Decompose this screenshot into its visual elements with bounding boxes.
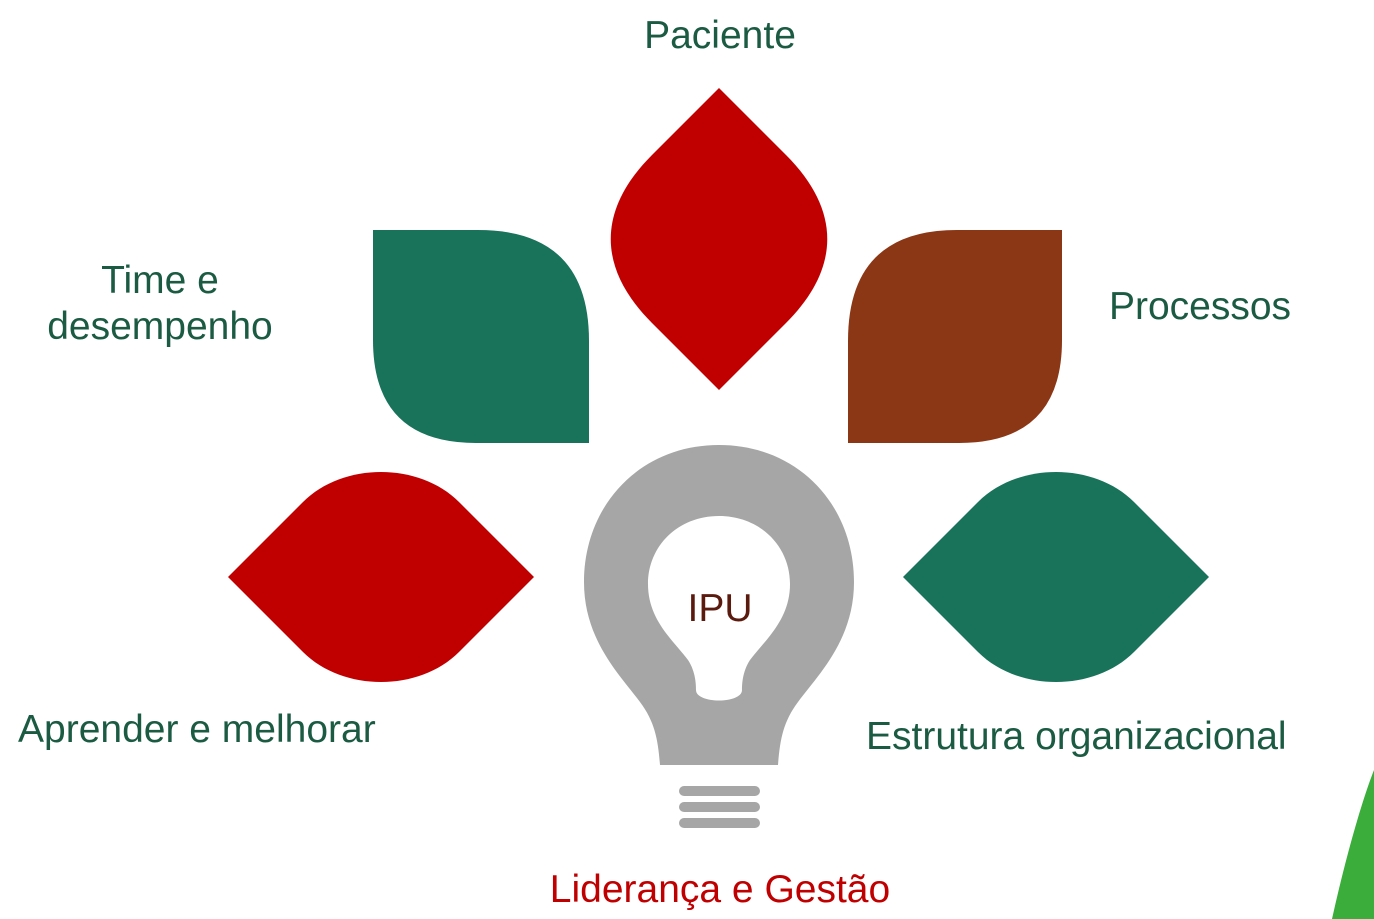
petal-time-desempenho [373, 230, 589, 443]
petal-label-processos: Processos [1108, 285, 1292, 328]
petal-aprender-melhorar [228, 472, 534, 682]
petal-label-paciente: Paciente [644, 14, 796, 57]
lightbulb-icon [584, 445, 854, 828]
petal-paciente [610, 88, 828, 390]
center-label: IPU [687, 587, 753, 630]
footer-label: Liderança e Gestão [549, 868, 891, 911]
petal-label-estrutura-organizacional: Estrutura organizacional [866, 715, 1287, 758]
petal-label-time-desempenho: Time e desempenho [47, 259, 273, 348]
petal-estrutura-organizacional [903, 472, 1209, 682]
petal-label-aprender-melhorar: Aprender e melhorar [18, 708, 376, 751]
corner-decoration [1332, 770, 1374, 919]
petal-processos [848, 230, 1062, 443]
